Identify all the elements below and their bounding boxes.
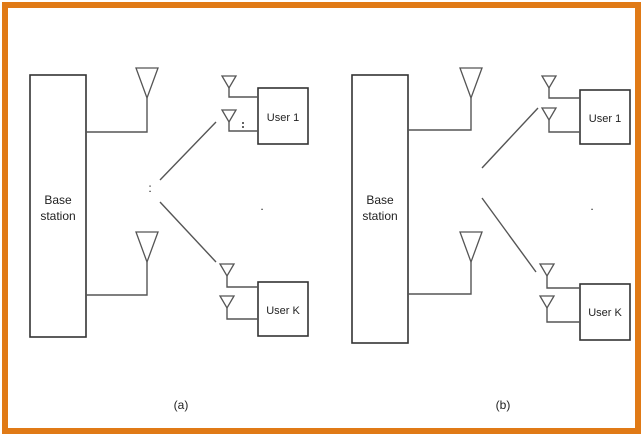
base-station-label-line2: station <box>362 209 397 223</box>
link-to-user-k <box>481 197 537 273</box>
user-1-antenna-2-icon <box>540 107 558 122</box>
user-1-feed-1 <box>228 88 258 98</box>
user-1-feed-1 <box>548 88 580 99</box>
user-k-label: User K <box>588 307 622 319</box>
antenna-ellipsis: : <box>148 181 151 195</box>
user-1-feed-2 <box>228 122 258 132</box>
bs-antenna-2-icon <box>459 231 483 264</box>
base-station-box <box>29 74 87 338</box>
user-k-antenna-1-icon <box>538 263 556 278</box>
user-1-box <box>257 87 309 145</box>
bs-feed-line-1 <box>86 98 148 133</box>
bs-antenna-2-icon <box>135 231 159 264</box>
user-k-box <box>257 281 309 337</box>
link-to-user-1 <box>481 107 539 169</box>
user-1-box <box>579 89 631 145</box>
bs-feed-line-2 <box>408 262 472 295</box>
users-ellipsis: . <box>590 199 593 213</box>
panel-b-caption: (b) <box>496 398 511 412</box>
panel-b: Base station User 1 . User K (b) <box>351 67 631 412</box>
user-k-antenna-2-icon <box>538 295 556 310</box>
user-k-antenna-1-icon <box>218 263 236 278</box>
bs-feed-line-2 <box>86 262 148 296</box>
bs-feed-line-1 <box>408 98 472 131</box>
panel-a-caption: (a) <box>174 398 189 412</box>
user-k-feed-2 <box>226 308 258 320</box>
user-1-antenna-2-icon <box>220 109 238 124</box>
base-station-label-line1: Base <box>366 193 394 207</box>
user-k-feed-2 <box>546 308 580 323</box>
user-1-label: User 1 <box>267 112 299 124</box>
user-1-antenna-1-icon <box>540 75 558 90</box>
user-1-label: User 1 <box>589 113 621 125</box>
users-ellipsis: . <box>260 199 263 213</box>
base-station-label-line1: Base <box>44 193 72 207</box>
user-1-feed-2 <box>548 120 580 133</box>
user-1-antenna-1-icon <box>220 75 238 90</box>
base-station-label-line2: station <box>40 209 75 223</box>
user-k-antenna-2-icon <box>218 295 236 310</box>
bs-antenna-1-icon <box>459 67 483 100</box>
user-k-feed-1 <box>546 276 580 289</box>
link-to-user-1 <box>159 121 217 181</box>
user-1-dot-b <box>242 126 244 128</box>
link-to-user-k <box>159 201 217 263</box>
user-1-dot-a <box>242 122 244 124</box>
user-k-label: User K <box>266 305 300 317</box>
panel-a: Base station : User 1 . User K (a) <box>29 67 309 412</box>
user-k-feed-1 <box>226 276 258 288</box>
bs-antenna-1-icon <box>135 67 159 100</box>
user-k-box <box>579 283 631 341</box>
base-station-box <box>351 74 409 344</box>
